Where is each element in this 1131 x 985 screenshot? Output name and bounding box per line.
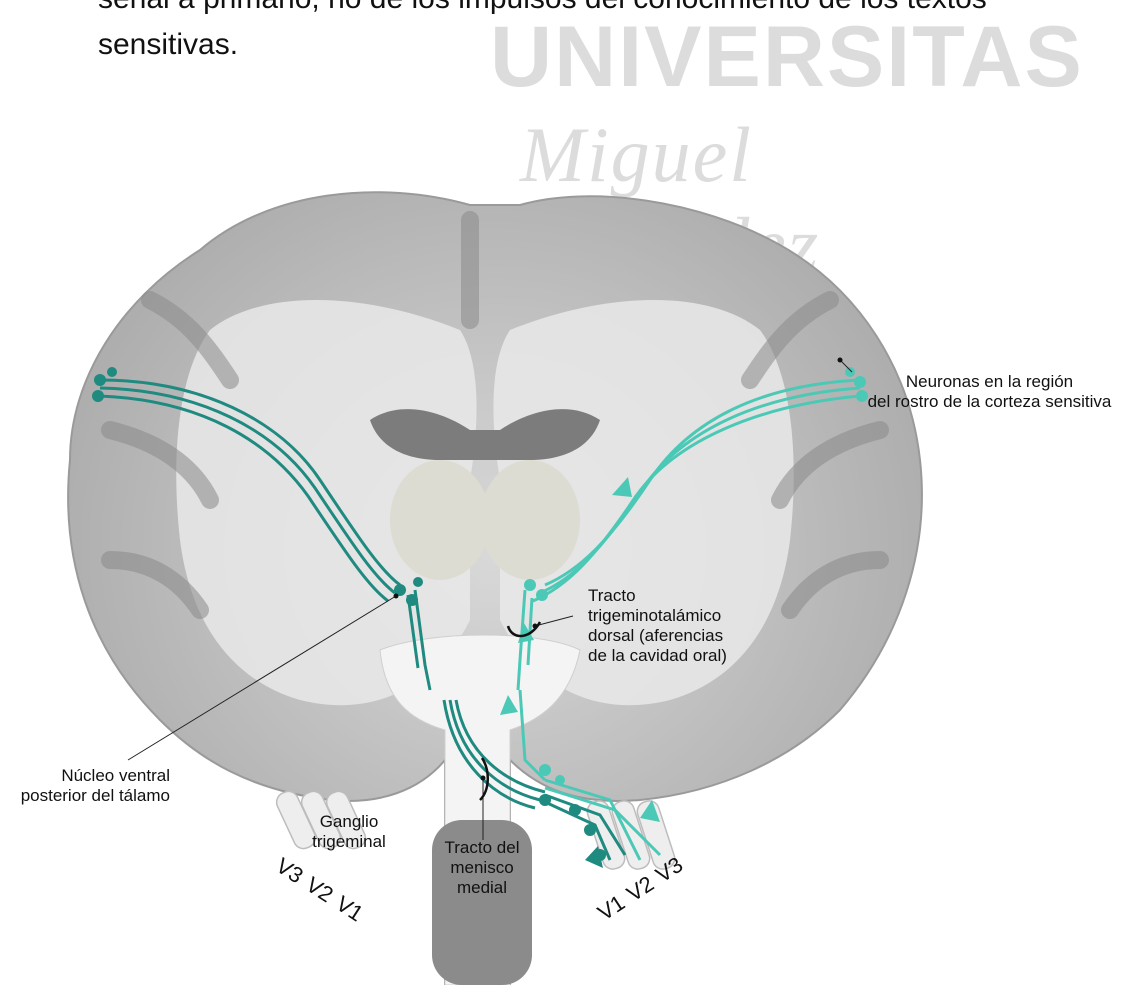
thalamus-right <box>480 460 580 580</box>
label-vpm-line2: posterior del tálamo <box>4 786 170 806</box>
label-ganglion-line2: trigeminal <box>306 832 392 852</box>
label-dorsal-tract: Tracto trigeminotalámico dorsal (aferenc… <box>588 586 788 666</box>
label-lemniscus-line3: medial <box>432 878 532 898</box>
thalamus-left <box>390 460 490 580</box>
label-lemniscus-line1: Tracto del <box>432 838 532 858</box>
label-lemniscus-line2: menisco <box>432 858 532 878</box>
label-lemniscus: Tracto del menisco medial <box>432 838 532 898</box>
label-dorsal-tract-line4: de la cavidad oral) <box>588 646 788 666</box>
label-cortex-neurons-line2: del rostro de la corteza sensitiva <box>852 392 1127 412</box>
label-vpm-line1: Núcleo ventral <box>4 766 170 786</box>
label-cortex-neurons: Neuronas en la región del rostro de la c… <box>852 372 1127 412</box>
label-vpm: Núcleo ventral posterior del tálamo <box>4 766 170 806</box>
label-ganglion: Ganglio trigeminal <box>306 812 392 852</box>
label-dorsal-tract-line1: Tracto <box>588 586 788 606</box>
label-cortex-neurons-line1: Neuronas en la región <box>852 372 1127 392</box>
label-dorsal-tract-line2: trigeminotalámico <box>588 606 788 626</box>
label-dorsal-tract-line3: dorsal (aferencias <box>588 626 788 646</box>
label-ganglion-line1: Ganglio <box>306 812 392 832</box>
